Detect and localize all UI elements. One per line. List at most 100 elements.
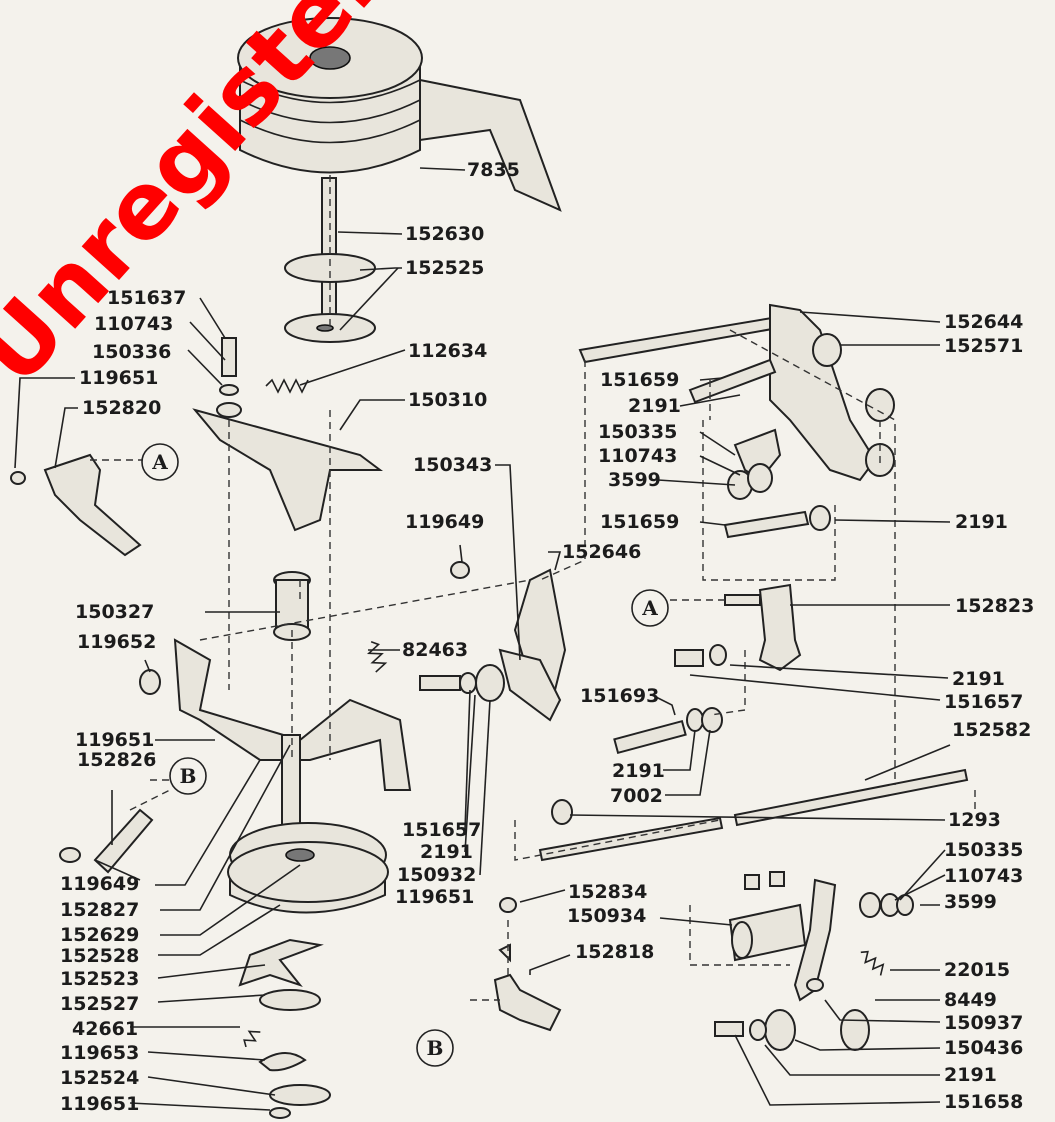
part-label: 152525 (405, 257, 484, 279)
part-label: 151658 (944, 1091, 1023, 1113)
part-label: 152523 (60, 968, 139, 990)
part-label: 152630 (405, 223, 484, 245)
pin-152826 (93, 808, 154, 874)
part-label: 1293 (948, 809, 1001, 831)
part-label: 151659 (600, 369, 679, 391)
part-label: 151657 (402, 819, 481, 841)
part-label: 8449 (944, 989, 997, 1011)
callout-b-left: B (169, 757, 207, 795)
part-label: 152834 (568, 881, 647, 903)
part-label: 110743 (598, 445, 677, 467)
part-label: 152527 (60, 993, 139, 1015)
svg-text:A: A (641, 596, 658, 620)
part-label: 152571 (944, 335, 1023, 357)
part-label: 150932 (397, 864, 476, 886)
part-label: 152818 (575, 941, 654, 963)
part-label: 119653 (60, 1042, 139, 1064)
part-152523 (238, 938, 324, 988)
part-label: 152524 (60, 1067, 139, 1089)
washer-119651-center (551, 799, 573, 825)
part-label: 152629 (60, 924, 139, 946)
leader-lines (14, 167, 951, 1111)
part-119651-bottom (269, 1107, 291, 1119)
part-label: 119651 (60, 1093, 139, 1115)
screw-stack-right (674, 644, 727, 667)
part-label: 152644 (944, 311, 1023, 333)
part-label: 112634 (408, 340, 487, 362)
part-label: 152820 (82, 397, 161, 419)
spindle (284, 177, 376, 324)
pin-152823 (724, 594, 761, 606)
bracket-152823 (758, 583, 802, 672)
clip-119652 (139, 669, 161, 695)
bracket-152820 (43, 453, 142, 557)
part-label: 152582 (952, 719, 1031, 741)
part-label: 152823 (955, 595, 1034, 617)
callout-a-right: A (631, 589, 669, 627)
part-label: 2191 (420, 841, 473, 863)
lower-right-assembly (499, 871, 914, 1051)
bracket-152818 (493, 973, 562, 1032)
part-152524 (269, 1084, 331, 1106)
lever-150310 (192, 408, 383, 532)
part-label: 110743 (94, 313, 173, 335)
spring-42661 (243, 1030, 261, 1048)
screw-stack-left (216, 337, 242, 418)
part-label: 152528 (60, 945, 139, 967)
svg-text:A: A (151, 450, 168, 474)
part-label: 3599 (944, 891, 997, 913)
part-label: 150343 (413, 454, 492, 476)
part-label: 150937 (944, 1012, 1023, 1034)
part-152527 (259, 989, 321, 1011)
part-label: 119651 (79, 367, 158, 389)
nut-119651-left (10, 471, 26, 485)
part-label: 152827 (60, 899, 139, 921)
bobbin-150327 (273, 571, 311, 641)
part-label: 119651 (75, 729, 154, 751)
part-labels: 7835 152630 152525 151637 110743 150336 … (60, 159, 1034, 1115)
part-label: 119649 (60, 873, 139, 895)
assembly-guides (90, 175, 976, 1001)
tape-reel (237, 17, 562, 212)
spring-112634 (265, 378, 309, 394)
part-label: 151657 (944, 691, 1023, 713)
right-upper-assembly (578, 303, 895, 539)
screw-stack-center (419, 664, 505, 702)
nut-119649-left (59, 847, 81, 863)
part-label: 2191 (952, 668, 1005, 690)
part-label: 150934 (567, 905, 646, 927)
svg-text:B: B (180, 764, 197, 788)
part-label: 150436 (944, 1037, 1023, 1059)
part-label: 150327 (75, 601, 154, 623)
part-label: 22015 (944, 959, 1010, 981)
part-label: 2191 (612, 760, 665, 782)
part-label: 152826 (77, 749, 156, 771)
washer-hole (316, 324, 334, 332)
part-label: 7835 (467, 159, 520, 181)
part-label: 119649 (405, 511, 484, 533)
part-label: 119651 (395, 886, 474, 908)
part-label: 150336 (92, 341, 171, 363)
part-label: 42661 (72, 1018, 138, 1040)
part-label: 150335 (598, 421, 677, 443)
part-label: 110743 (944, 865, 1023, 887)
part-label: 150310 (408, 389, 487, 411)
spring-82463 (366, 641, 388, 673)
part-label: 2191 (955, 511, 1008, 533)
nut-119649-center (450, 561, 470, 579)
part-119653 (258, 1052, 307, 1072)
part-label: 3599 (608, 469, 661, 491)
part-label: 150335 (944, 839, 1023, 861)
svg-text:B: B (427, 1036, 444, 1060)
part-label: 82463 (402, 639, 468, 661)
part-label: 151637 (107, 287, 186, 309)
part-label: 151693 (580, 685, 659, 707)
part-label: 119652 (77, 631, 156, 653)
part-label: 2191 (944, 1064, 997, 1086)
part-label: 2191 (628, 395, 681, 417)
screw-151693 (613, 707, 723, 755)
part-label: 7002 (610, 785, 663, 807)
part-label: 151659 (600, 511, 679, 533)
callout-a-left: A (141, 443, 179, 481)
